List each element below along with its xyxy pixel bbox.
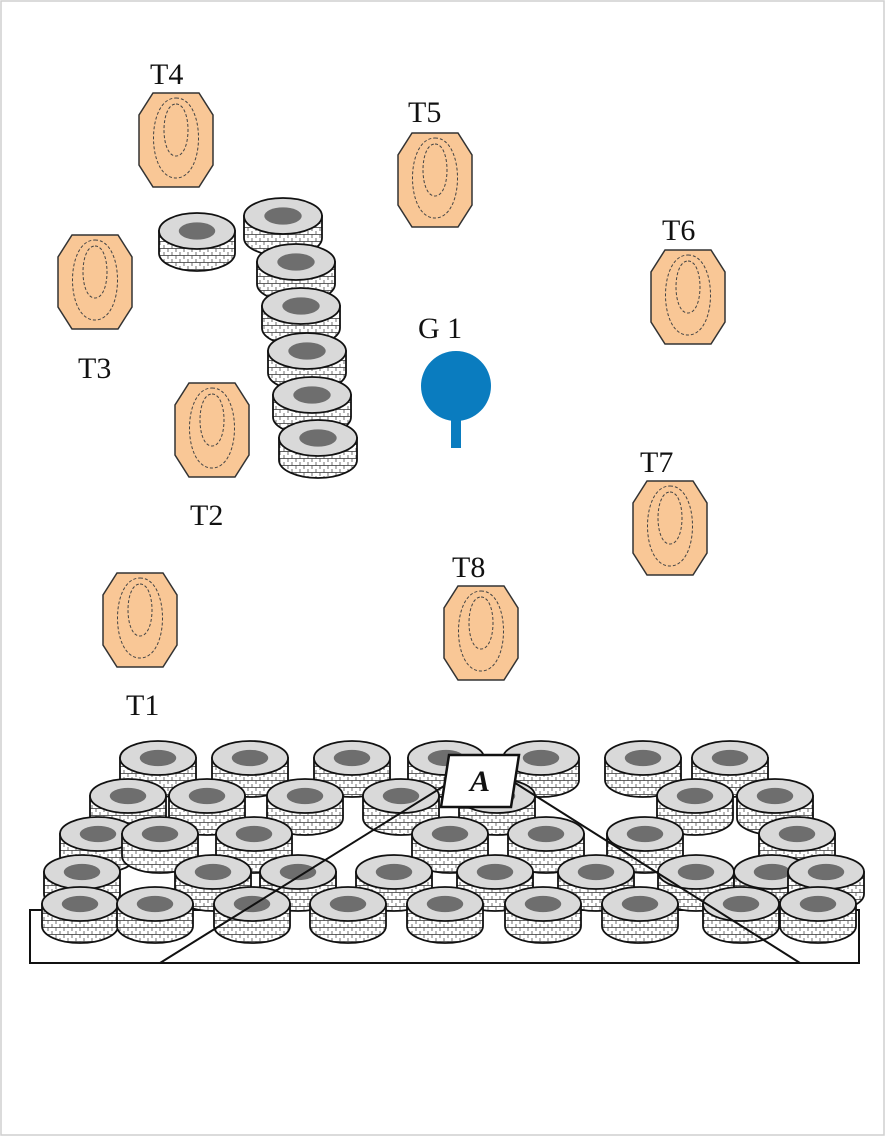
target-octagon bbox=[443, 585, 519, 681]
target-label-t6: T6 bbox=[662, 214, 695, 247]
target-label-t8: T8 bbox=[452, 551, 485, 584]
target-octagon bbox=[57, 234, 133, 330]
target-c-zone bbox=[657, 491, 683, 545]
target-c-zone bbox=[422, 143, 448, 197]
target-a-zone bbox=[189, 387, 235, 469]
target-c-zone bbox=[468, 596, 494, 650]
target-label-t1: T1 bbox=[126, 689, 159, 722]
tire bbox=[158, 212, 236, 272]
tire bbox=[601, 886, 679, 944]
tire bbox=[504, 886, 582, 944]
target-a-zone bbox=[647, 485, 693, 567]
tire bbox=[557, 854, 635, 912]
target-octagon bbox=[650, 249, 726, 345]
target-label-t4: T4 bbox=[150, 58, 183, 91]
tire bbox=[266, 778, 344, 836]
target-label-t3: T3 bbox=[78, 352, 111, 385]
target-octagon bbox=[174, 382, 250, 478]
target-c-zone bbox=[82, 245, 108, 299]
barricade bbox=[29, 740, 865, 964]
tire bbox=[406, 886, 484, 944]
tire bbox=[116, 886, 194, 944]
target-t2: T2 bbox=[174, 382, 250, 532]
barricade-label: A bbox=[468, 765, 490, 798]
target-octagon bbox=[102, 572, 178, 668]
tire-stack bbox=[158, 197, 358, 479]
target-t1: T1 bbox=[102, 572, 178, 722]
target-octagon bbox=[397, 132, 473, 228]
steel-stem bbox=[451, 418, 461, 448]
target-octagon bbox=[138, 92, 214, 188]
target-c-zone bbox=[127, 583, 153, 637]
tire bbox=[213, 886, 291, 944]
tire bbox=[278, 419, 358, 479]
target-c-zone bbox=[163, 103, 189, 157]
barricade-label-box bbox=[439, 753, 521, 809]
target-octagon bbox=[632, 480, 708, 576]
target-label-t2: T2 bbox=[190, 499, 223, 532]
target-a-zone bbox=[72, 239, 118, 321]
tire-wall bbox=[41, 740, 865, 944]
target-a-zone bbox=[117, 577, 163, 659]
tire bbox=[174, 854, 252, 912]
target-t6: T6 bbox=[650, 214, 726, 345]
steel-head bbox=[421, 351, 491, 421]
steel-label: G 1 bbox=[418, 312, 462, 345]
target-t8: T8 bbox=[443, 551, 519, 681]
leader-line-right bbox=[511, 780, 801, 964]
tire bbox=[736, 778, 814, 836]
target-label-t5: T5 bbox=[408, 96, 441, 129]
tire bbox=[211, 740, 289, 798]
target-t7: T7 bbox=[632, 446, 708, 576]
tire bbox=[41, 886, 119, 944]
target-t3: T3 bbox=[57, 234, 133, 385]
target-c-zone bbox=[675, 260, 701, 314]
steel-target-g1: G 1 bbox=[418, 312, 491, 448]
target-a-zone bbox=[412, 137, 458, 219]
target-label-t7: T7 bbox=[640, 446, 673, 479]
barricade-callout: A bbox=[159, 753, 801, 964]
target-a-zone bbox=[153, 97, 199, 179]
tire bbox=[702, 886, 780, 944]
target-t4: T4 bbox=[138, 58, 214, 188]
tire bbox=[309, 886, 387, 944]
target-a-zone bbox=[665, 254, 711, 336]
tire bbox=[779, 886, 857, 944]
leader-line-left bbox=[159, 780, 453, 964]
target-a-zone bbox=[458, 590, 504, 672]
target-c-zone bbox=[199, 393, 225, 447]
target-t5: T5 bbox=[397, 96, 473, 228]
